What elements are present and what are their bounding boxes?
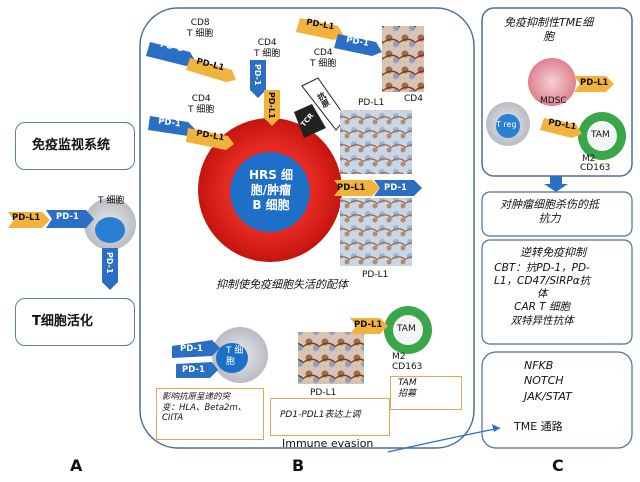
t-activation-box <box>15 298 135 346</box>
antigen-mutation-text: 影响抗原呈递的突 变：HLA、Beta2m、 CIITA <box>162 392 247 424</box>
pd1-pdl1-box <box>270 398 390 436</box>
panel-c-caption: C <box>552 456 564 475</box>
ihc-image-lower <box>298 332 364 384</box>
hrs-cell-label: HRS 细 胞/肿瘤 B 细胞 <box>248 168 294 212</box>
panel-a-caption: A <box>70 456 83 475</box>
ihc-image-cd4 <box>382 26 424 92</box>
cd4-label-c: CD4 T 细胞 <box>188 94 215 116</box>
top-pdl1-arrow <box>296 18 344 40</box>
panel-c-tam <box>578 112 626 160</box>
cd4-image-caption: CD4 <box>404 94 423 104</box>
lower-pd1-label-1: PD-1 <box>180 344 203 354</box>
cd163-c-label: CD163 <box>580 163 611 173</box>
t-activation-label: T细胞活化 <box>32 314 93 329</box>
panel-a-pd1-label: PD-1 <box>56 212 79 222</box>
immune-evasion-arrow <box>387 427 501 453</box>
panel-a-t-cell <box>84 198 136 250</box>
cd4-label-b: CD4 T 细胞 <box>310 48 337 70</box>
center-pd1-vertical: PD-1 <box>253 64 262 86</box>
panel-b-caption: B <box>292 456 305 475</box>
tam-recruit-text: TAM 招募 <box>398 378 417 400</box>
treg-label: T reg <box>496 120 517 129</box>
resistance-text: 对肿瘤细胞杀伤的抵 抗力 <box>500 198 599 225</box>
reverse-body: CBT：抗PD-1，PD- L1，CD47/SIRPα抗 体 CAR T 细胞 … <box>494 262 591 327</box>
right-pd1-label: PD-1 <box>384 183 407 193</box>
center-pdl1-vertical: PD-L1 <box>267 92 276 119</box>
panel-c-down-arrow <box>544 176 568 192</box>
resistance-box <box>481 191 633 237</box>
immune-surveillance-box <box>15 122 135 170</box>
tam-recruit-box <box>390 376 462 410</box>
panel-a-pdl1-label: PD-L1 <box>12 213 41 223</box>
panel-b-tam-pdl1 <box>350 318 388 334</box>
tumor-receptor-arrows <box>146 42 422 196</box>
suppress-caption: 抑制使免疫细胞失活的配体 <box>216 278 348 291</box>
panel-b-tam-pdl1-label: PD-L1 <box>354 320 383 330</box>
immune-evasion-arrowhead <box>492 424 500 432</box>
panel-a-t-cell-label: T 细胞 <box>98 196 125 206</box>
panel-b-tam-label: TAM <box>397 324 416 334</box>
lower-pd1-arrow-2 <box>176 362 218 378</box>
top-pd1-arrow <box>334 34 382 56</box>
reverse-title: 逆转免疫抑制 <box>520 246 586 259</box>
hrs-tumor-cell <box>198 118 342 262</box>
panel-c-tam-pdl1 <box>540 118 582 138</box>
panel-b-cd163-label: CD163 <box>392 362 423 372</box>
pathways-text: NFKB NOTCH JAK/STAT <box>524 359 572 403</box>
panel-b-frame <box>139 7 475 449</box>
ihc-image-pdl1-1 <box>340 110 412 174</box>
cd4-label-a: CD4 T 细胞 <box>254 38 281 60</box>
m2-c-label: M2 <box>582 154 596 164</box>
panel-a-pd1-vertical-label: PD-1 <box>105 252 114 274</box>
mdsc-label: MDSC <box>540 96 567 106</box>
lower-image-caption: PD-L1 <box>310 388 337 398</box>
tam-c-label: TAM <box>591 130 610 140</box>
tme-path-label: TME 通路 <box>514 420 563 433</box>
panel-b-tam <box>384 306 432 354</box>
lower-t-cell <box>212 327 268 383</box>
lower-pd1-arrow-1 <box>172 340 220 358</box>
antigen-mutation-box <box>156 388 264 440</box>
immune-surveillance-label: 免疫监视系统 <box>32 138 111 153</box>
panel-a-pd1-vertical <box>102 248 118 290</box>
lower-t-cell-label: T 细 胞 <box>226 346 244 368</box>
reverse-box <box>481 239 633 345</box>
lower-pd1-label-2: PD-1 <box>182 365 205 375</box>
panel-a-pd-arrow <box>8 210 94 228</box>
panel-c-mdsc-pdl1 <box>574 76 614 92</box>
right-pdl1-label: PD-L1 <box>337 183 366 193</box>
cd8-label: CD8 T 细胞 <box>187 18 214 40</box>
pd1-pdl1-text: PD1-PDL1表达上调 <box>280 410 361 420</box>
panel-c-treg <box>486 102 530 146</box>
pdl1-image-caption-2: PD-L1 <box>362 270 389 280</box>
panel-c-mdsc <box>528 58 576 106</box>
tme-title: 免疫抑制性TME细 胞 <box>504 16 594 43</box>
ihc-image-pdl1-2 <box>340 198 412 266</box>
pdl1-image-caption-1: PD-L1 <box>358 98 385 108</box>
pathway-box <box>481 351 633 449</box>
mdsc-pdl1-label: PD-L1 <box>580 78 609 88</box>
panel-b-m2-label: M2 <box>392 352 406 362</box>
immune-evasion-label: Immune evasion <box>282 437 374 450</box>
